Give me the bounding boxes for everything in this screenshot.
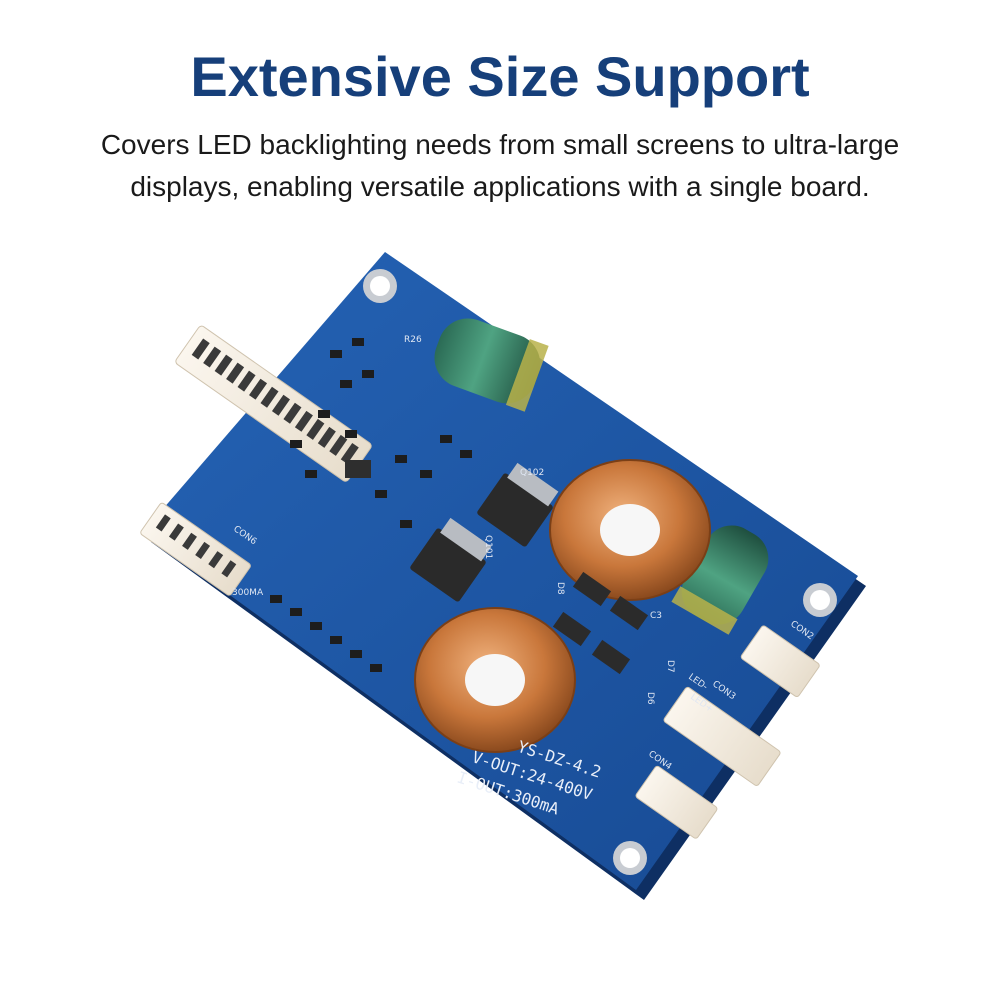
label-q102: Q102: [520, 468, 544, 478]
toroid-coil-lower: [414, 607, 576, 753]
con4-connector: [635, 765, 718, 839]
label-d6: D6: [645, 692, 655, 705]
label-current-setting: 300MA: [232, 588, 264, 598]
mounting-hole-top: [363, 269, 397, 303]
label-c3: C3: [650, 611, 662, 621]
toroid-coil-upper: [549, 459, 711, 601]
led-driver-board-image: R26 CON6 300MA Q102 Q101 D8 D7 D6 C3 CON…: [140, 252, 866, 900]
con3-connector: [663, 686, 781, 786]
label-q101: Q101: [483, 535, 493, 559]
mounting-hole-right: [803, 583, 837, 617]
label-d8: D8: [555, 582, 565, 595]
mosfet-q102: [477, 462, 559, 547]
capacitor-top: [434, 318, 549, 412]
label-r26: R26: [404, 335, 422, 345]
con2-connector: [740, 625, 820, 698]
page-subtitle: Covers LED backlighting needs from small…: [100, 129, 900, 202]
mosfet-q101: [410, 517, 492, 602]
page-title: Extensive Size Support: [190, 45, 810, 108]
smd-components: [270, 338, 472, 672]
label-d7: D7: [665, 660, 675, 673]
mounting-hole-bottom: [613, 841, 647, 875]
input-connector: [175, 325, 372, 482]
con6-connector: [140, 502, 251, 596]
diodes: [552, 571, 649, 675]
